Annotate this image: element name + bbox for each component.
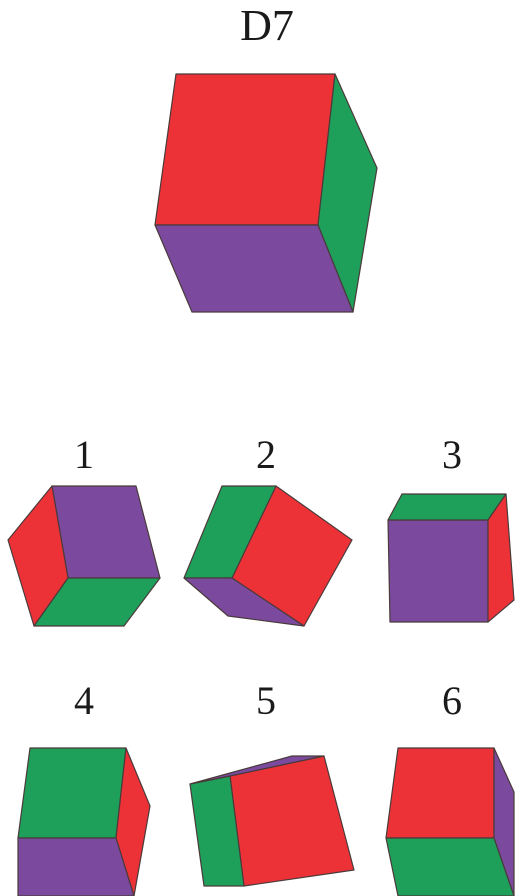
option-cube-3[interactable] (387, 493, 515, 623)
option-label-6: 6 (442, 678, 462, 723)
option-6-face-c (385, 837, 515, 896)
option-3-face-a (387, 519, 489, 623)
option-5-face-c (189, 755, 325, 785)
option-label-5: 5 (256, 678, 276, 723)
reference-cube (154, 73, 378, 313)
option-cube-2[interactable] (183, 485, 353, 627)
option-4-face-c (17, 837, 135, 896)
option-cube-1[interactable] (7, 485, 161, 627)
option-1-face-c (33, 577, 161, 627)
option-label-4: 4 (74, 678, 94, 723)
option-6-face-a (385, 747, 495, 839)
option-2-face-c (183, 577, 305, 627)
option-3-face-c (487, 493, 515, 623)
reference-cube-bottom-face (154, 224, 354, 313)
option-6-face-b (493, 747, 515, 896)
option-4-face-a (17, 747, 127, 839)
option-3-face-b (387, 493, 507, 521)
reference-cube-front-face (154, 73, 336, 226)
option-label-3: 3 (442, 432, 462, 477)
option-4-face-b (115, 747, 151, 896)
option-label-2: 2 (256, 432, 276, 477)
puzzle-title: D7 (240, 1, 294, 50)
option-cube-6[interactable] (385, 747, 515, 896)
option-5-face-a (229, 755, 355, 887)
option-cube-5[interactable] (189, 755, 355, 887)
option-label-1: 1 (74, 432, 94, 477)
option-cube-4[interactable] (17, 747, 151, 896)
option-1-face-a (51, 485, 161, 579)
